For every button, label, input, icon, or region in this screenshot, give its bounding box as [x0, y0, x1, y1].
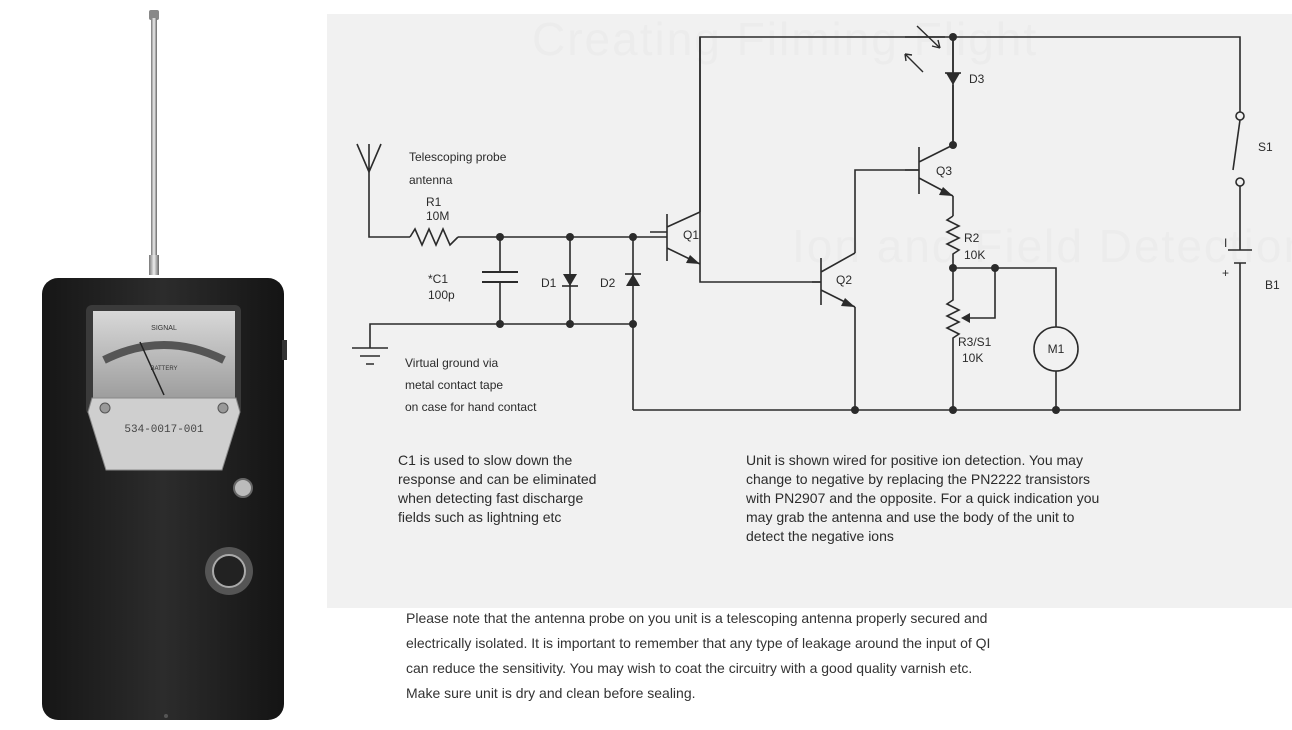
meter-signal-label: SIGNAL [151, 325, 177, 332]
r2-value: 10K [964, 248, 985, 262]
meter-battery-label: BATTERY [150, 366, 177, 372]
serial-number: 534-0017-001 [124, 424, 204, 436]
antenna-label: Telescoping probe antenna [409, 150, 510, 187]
m1-label: M1 [1048, 342, 1065, 356]
meter: SIGNAL BATTERY [86, 305, 241, 415]
d1-label: D1 [541, 276, 557, 290]
junctions [496, 33, 1060, 414]
s1-switch[interactable] [1235, 111, 1245, 187]
control-knob[interactable] [205, 547, 253, 595]
r1-resistor [409, 227, 459, 247]
schematic-panel: Creating Filming Flight Ion and Field De… [327, 13, 1292, 608]
d3-diode [945, 37, 961, 145]
emitter-arrows [686, 187, 953, 307]
detector-device-photo: SIGNAL BATTERY 534-0017-001 [42, 10, 287, 720]
c1-ref: *C1 [428, 272, 448, 286]
r2-ref: R2 [964, 231, 980, 245]
q2-label: Q2 [836, 273, 852, 287]
installation-note: Please note that the antenna probe on yo… [406, 610, 991, 701]
b1-plus-label: + [1222, 266, 1229, 280]
meter-plate: 534-0017-001 [87, 397, 241, 471]
d1-diode [562, 274, 578, 287]
c1-note: C1 is used to slow down the response and… [398, 452, 597, 525]
ground-label: Virtual ground via metal contact tape on… [405, 356, 537, 414]
background-heading-2: Ion and Field Detection [792, 220, 1292, 272]
wires [352, 36, 1252, 411]
light-arrows [904, 25, 941, 73]
q1-label: Q1 [683, 228, 699, 242]
b1-minus-label: I [1224, 236, 1227, 250]
d3-label: D3 [969, 72, 985, 86]
r1-ref: R1 [426, 195, 442, 209]
c1-value: 100p [428, 288, 455, 302]
b1-label: B1 [1265, 278, 1280, 292]
d2-label: D2 [600, 276, 616, 290]
r3-wiper-arrow [961, 313, 970, 323]
r3-ref: R3/S1 [958, 335, 992, 349]
q3-label: Q3 [936, 164, 952, 178]
d2-diode [625, 273, 641, 286]
r3-value: 10K [962, 351, 983, 365]
c1-capacitor [482, 271, 518, 283]
m1-meter [1033, 326, 1079, 372]
r1-value: 10M [426, 209, 449, 223]
telescoping-antenna[interactable] [149, 10, 159, 275]
s1-label: S1 [1258, 140, 1273, 154]
indicator-lamp [233, 478, 253, 498]
ion-detection-note: Unit is shown wired for positive ion det… [746, 452, 1100, 544]
circuit-schematic: S1 D3 Q3 Q1 Q2 R1 10M *C1 100p D1 D2 R2 … [352, 25, 1280, 414]
